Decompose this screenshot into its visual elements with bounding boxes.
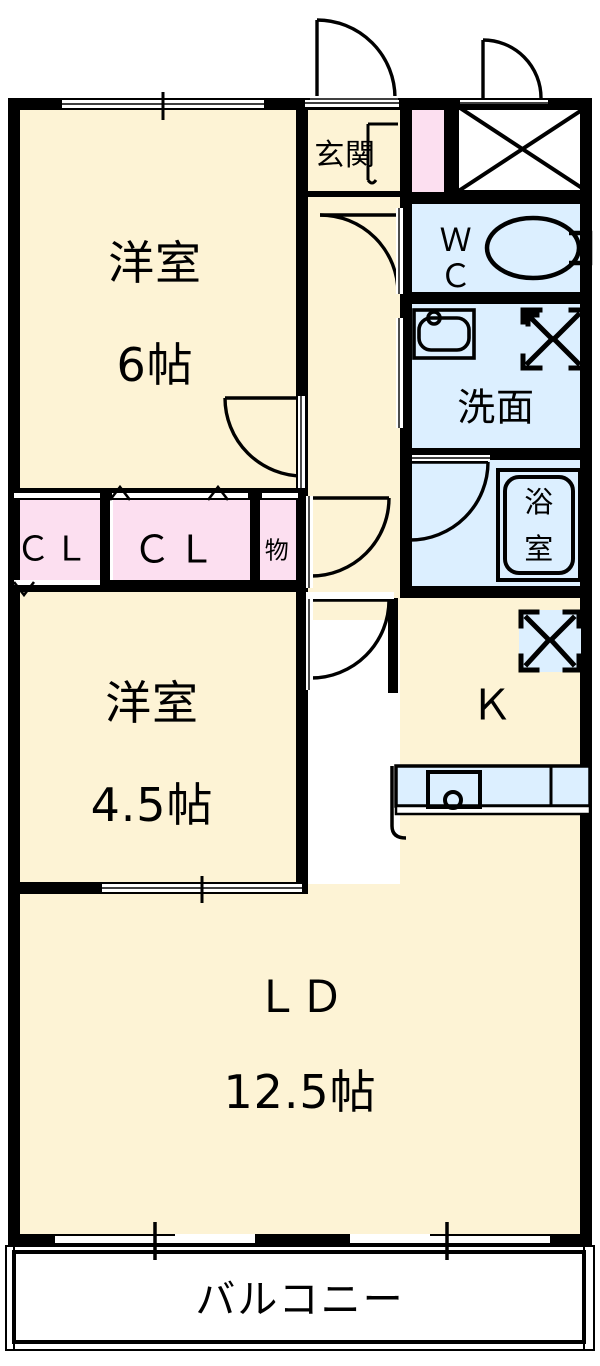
bathtub-icon [496, 468, 582, 582]
room-6-window [62, 92, 264, 120]
ld-door-swing [306, 592, 394, 690]
balcony-floor [14, 1252, 584, 1342]
meter-box-icon [455, 104, 590, 194]
genkan-floor [303, 100, 408, 195]
bath-label-2: 室 [524, 532, 554, 566]
meter-box-door-swing [481, 38, 543, 99]
wall-bath-bottom [400, 586, 592, 598]
room-45-label: 洋室 [105, 676, 199, 730]
shoe-step-icon [366, 122, 398, 185]
genkan-top-strip [305, 100, 399, 107]
meter-box-top-strip [460, 100, 548, 107]
room-6-label: 洋室 [108, 236, 202, 290]
washroom-label: 洗面 [457, 385, 535, 430]
closet-sliding-lines [12, 484, 298, 598]
balcony-outline [5, 1245, 595, 1351]
washing-machine-pan-icon-kitchen [518, 609, 582, 673]
room-45-window [102, 876, 302, 903]
closet-left-label: ＣＬ [16, 529, 92, 570]
genkan-label: 玄関 [314, 138, 376, 173]
wall-hall-left [296, 98, 308, 398]
storage-mono-fill [258, 498, 298, 583]
room-45-door-swing [306, 496, 391, 588]
room-6-size: 6帖 [116, 338, 194, 392]
wall-hall-left-3 [296, 498, 308, 698]
wall-kitchen-left-stub [388, 598, 398, 693]
closet-mid-fill [113, 498, 253, 583]
wc-floor [408, 202, 590, 294]
room-6-floor [10, 100, 303, 490]
washroom-door-swing [409, 455, 490, 542]
kitchen-label: Ｋ [470, 680, 514, 730]
room-45-size: 4.5帖 [90, 778, 214, 832]
ld-size: 12.5帖 [223, 1065, 377, 1119]
hall-door-swing [319, 208, 403, 294]
ld-label: ＬＤ [255, 972, 345, 1023]
room-6-door-swing [223, 396, 305, 488]
closet-mid-label: ＣＬ [132, 527, 222, 572]
wc-label-w: Ｗ [439, 221, 473, 259]
wall-closet-div-2 [250, 494, 260, 586]
washing-machine-pan-icon-washroom [520, 307, 586, 371]
storage-mono-label: 物 [264, 536, 290, 565]
bath-label-1: 浴 [524, 485, 554, 519]
kitchen-sink-icon [426, 770, 482, 810]
washroom-hall-opening [396, 318, 403, 428]
wall-shoe-right [444, 98, 456, 203]
wall-water-left-3 [400, 463, 412, 593]
washbasin-icon [412, 308, 476, 360]
closet-left-fill [10, 498, 103, 583]
balcony-label: バルコニー [195, 1277, 405, 1323]
entrance-door-swing [310, 18, 398, 102]
wc-label-c: Ｃ [439, 257, 473, 295]
wall-closet-div-1 [100, 494, 110, 586]
room-45-floor [10, 588, 303, 893]
wall-left [8, 98, 20, 1246]
wall-genkan-bottom [303, 191, 403, 197]
wall-wc-bottom [400, 292, 592, 304]
washroom-floor [408, 302, 590, 450]
toilet-bowl-icon [484, 215, 593, 281]
wall-wc-top [400, 192, 592, 204]
wall-right [580, 98, 592, 1246]
shoe-closet-fill [408, 104, 448, 194]
ld-floor [10, 884, 590, 1236]
kitchen-counter-icon [390, 764, 592, 840]
wall-water-left [400, 98, 412, 203]
door-swings [223, 18, 543, 690]
wall-hall-left-4 [296, 698, 308, 894]
